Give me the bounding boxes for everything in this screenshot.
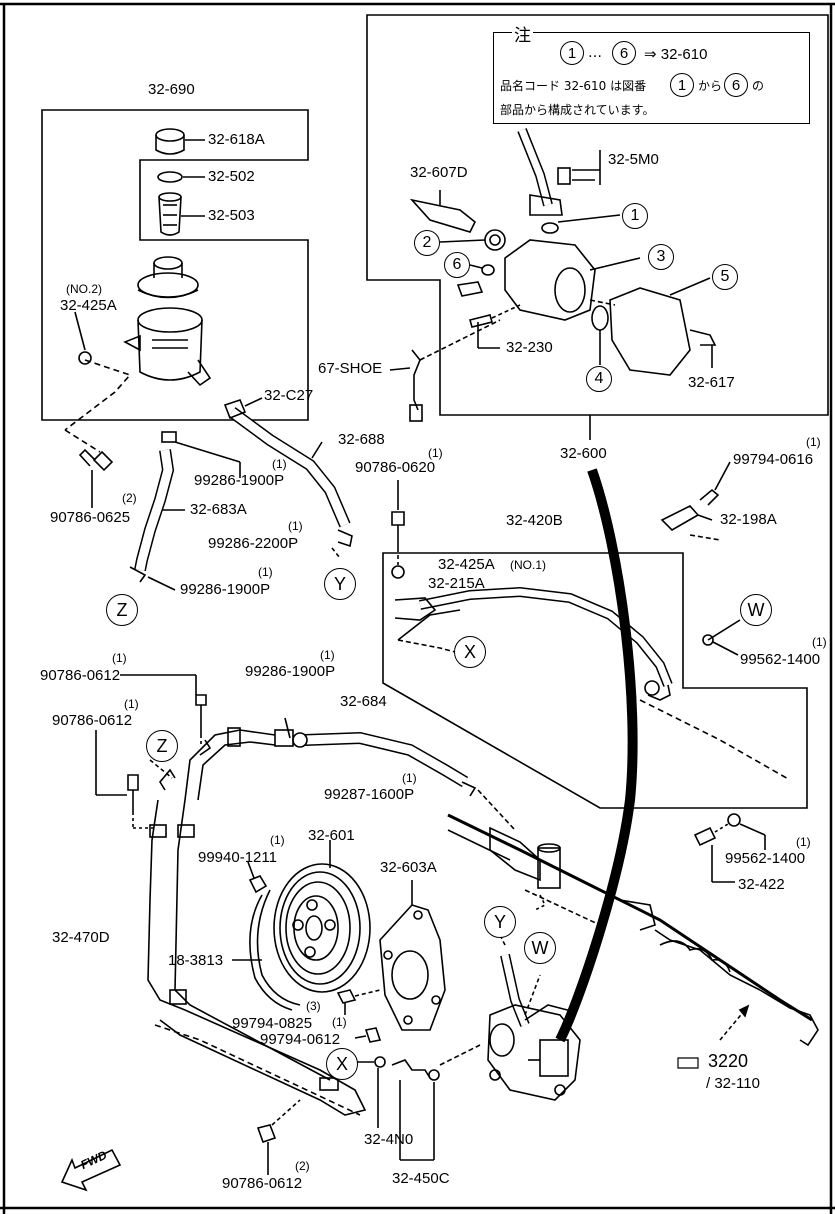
callout-Z-left: Z xyxy=(146,730,178,762)
label-32-198A: 32-198A xyxy=(720,511,777,528)
label-3220: 3220 xyxy=(708,1051,749,1071)
note-line3: 部品から構成されています。 xyxy=(500,103,655,117)
note-box: 注 1 … 6 ⇒ 32-610 品名コード 32-610 は図番 1 から 6… xyxy=(493,21,810,124)
label-90786-0612-b: 90786-0612 xyxy=(52,712,133,729)
label-32-688: 32-688 xyxy=(338,431,385,448)
label-90786-0625: 90786-0625 xyxy=(50,509,131,526)
note-ellipsis: … xyxy=(588,45,602,61)
label-32-502: 32-502 xyxy=(208,168,255,185)
label-32-690: 32-690 xyxy=(148,81,195,98)
label-90786-0620-qty: (1) xyxy=(428,446,443,460)
label-99794-0616: 99794-0616 xyxy=(733,451,814,468)
callout-X-bottom: X xyxy=(326,1048,358,1080)
label-18-3813: 18-3813 xyxy=(168,952,224,969)
label-99794-0616-qty: (1) xyxy=(806,435,821,449)
label-90786-0612-c-qty: (2) xyxy=(295,1159,310,1173)
label-99794-0612-qty: (1) xyxy=(332,1015,347,1029)
label-32-230: 32-230 xyxy=(506,339,553,356)
label-32-422: 32-422 xyxy=(738,876,785,893)
label-32-617: 32-617 xyxy=(688,374,735,391)
callout-W-right: W xyxy=(740,594,772,626)
label-32-425A-no1: 32-425A xyxy=(438,556,495,573)
label-99794-0825: 99794-0825 xyxy=(232,1015,313,1032)
label-32-600: 32-600 xyxy=(560,445,607,462)
label-99940-1211: 99940-1211 xyxy=(198,849,277,866)
callout-Y-top: Y xyxy=(324,568,356,600)
callout-3: 3 xyxy=(648,244,674,270)
label-99794-0612: 99794-0612 xyxy=(260,1031,341,1048)
callout-X-mid: X xyxy=(454,636,486,668)
callout-5: 5 xyxy=(712,264,738,290)
label-99286-1900P-b: 99286-1900P xyxy=(180,581,271,598)
label-99794-0825-qty: (3) xyxy=(306,999,321,1013)
label-90786-0612-a-qty: (1) xyxy=(112,651,127,665)
note-arrow-part: ⇒ 32-610 xyxy=(644,46,708,63)
note-line2-callout-last: 6 xyxy=(724,73,748,97)
label-32-215A: 32-215A xyxy=(428,575,485,592)
label-32-684: 32-684 xyxy=(340,693,387,710)
label-90786-0612-b-qty: (1) xyxy=(124,697,139,711)
label-99562-1400-a: 99562-1400 xyxy=(740,651,821,668)
callout-Z-top: Z xyxy=(106,594,138,626)
note-line2-b: から xyxy=(698,79,723,93)
callout-Y-pump: Y xyxy=(484,906,516,938)
note-title: 注 xyxy=(512,21,533,46)
label-90786-0625-qty: (2) xyxy=(122,491,137,505)
label-90786-0612-c: 90786-0612 xyxy=(222,1175,303,1192)
label-99286-2200P: 99286-2200P xyxy=(208,535,299,552)
label-no2: (NO.2) xyxy=(66,282,102,296)
label-99562-1400-a-qty: (1) xyxy=(812,635,827,649)
label-99287-1600P-qty: (1) xyxy=(402,771,417,785)
label-90786-0612-a: 90786-0612 xyxy=(40,667,121,684)
label-32-607D: 32-607D xyxy=(410,164,468,181)
label-32-683A: 32-683A xyxy=(190,501,247,518)
callout-1: 1 xyxy=(622,203,648,229)
label-99286-1900P-c: 99286-1900P xyxy=(245,663,336,680)
label-99286-1900P-a: 99286-1900P xyxy=(194,472,285,489)
label-32-5M0: 32-5M0 xyxy=(608,151,659,168)
label-90786-0620: 90786-0620 xyxy=(355,459,436,476)
label-99940-1211-qty: (1) xyxy=(270,833,285,847)
label-32-618A: 32-618A xyxy=(208,131,265,148)
label-99286-2200P-qty: (1) xyxy=(288,519,303,533)
label-99562-1400-b: 99562-1400 xyxy=(725,850,806,867)
label-32-450C: 32-450C xyxy=(392,1170,450,1187)
label-32-420B: 32-420B xyxy=(506,512,563,529)
label-no1: (NO.1) xyxy=(510,558,546,572)
label-32-110: / 32-110 xyxy=(706,1075,760,1092)
label-32-C27: 32-C27 xyxy=(264,387,314,404)
label-32-4N0: 32-4N0 xyxy=(364,1131,414,1148)
label-99562-1400-b-qty: (1) xyxy=(796,835,811,849)
callout-2: 2 xyxy=(414,230,440,256)
note-callout-first: 1 xyxy=(560,41,584,65)
note-line2-callout-first: 1 xyxy=(670,73,694,97)
label-32-470D: 32-470D xyxy=(52,929,110,946)
label-67-SHOE: 67-SHOE xyxy=(318,360,383,377)
callout-W-rack: W xyxy=(524,932,556,964)
callout-4: 4 xyxy=(586,366,612,392)
label-99286-1900P-c-qty: (1) xyxy=(320,648,335,662)
label-32-503: 32-503 xyxy=(208,207,255,224)
label-32-601: 32-601 xyxy=(308,827,355,844)
label-99286-1900P-b-qty: (1) xyxy=(258,565,273,579)
callout-6: 6 xyxy=(444,252,470,278)
note-line2-a: 品名コード 32-610 は図番 xyxy=(500,79,647,93)
note-line2-c: の xyxy=(752,79,765,93)
label-99286-1900P-a-qty: (1) xyxy=(272,457,287,471)
label-32-425A-top: 32-425A xyxy=(60,297,117,314)
note-callout-last: 6 xyxy=(612,41,636,65)
label-99287-1600P: 99287-1600P xyxy=(324,786,415,803)
label-32-603A: 32-603A xyxy=(380,859,437,876)
